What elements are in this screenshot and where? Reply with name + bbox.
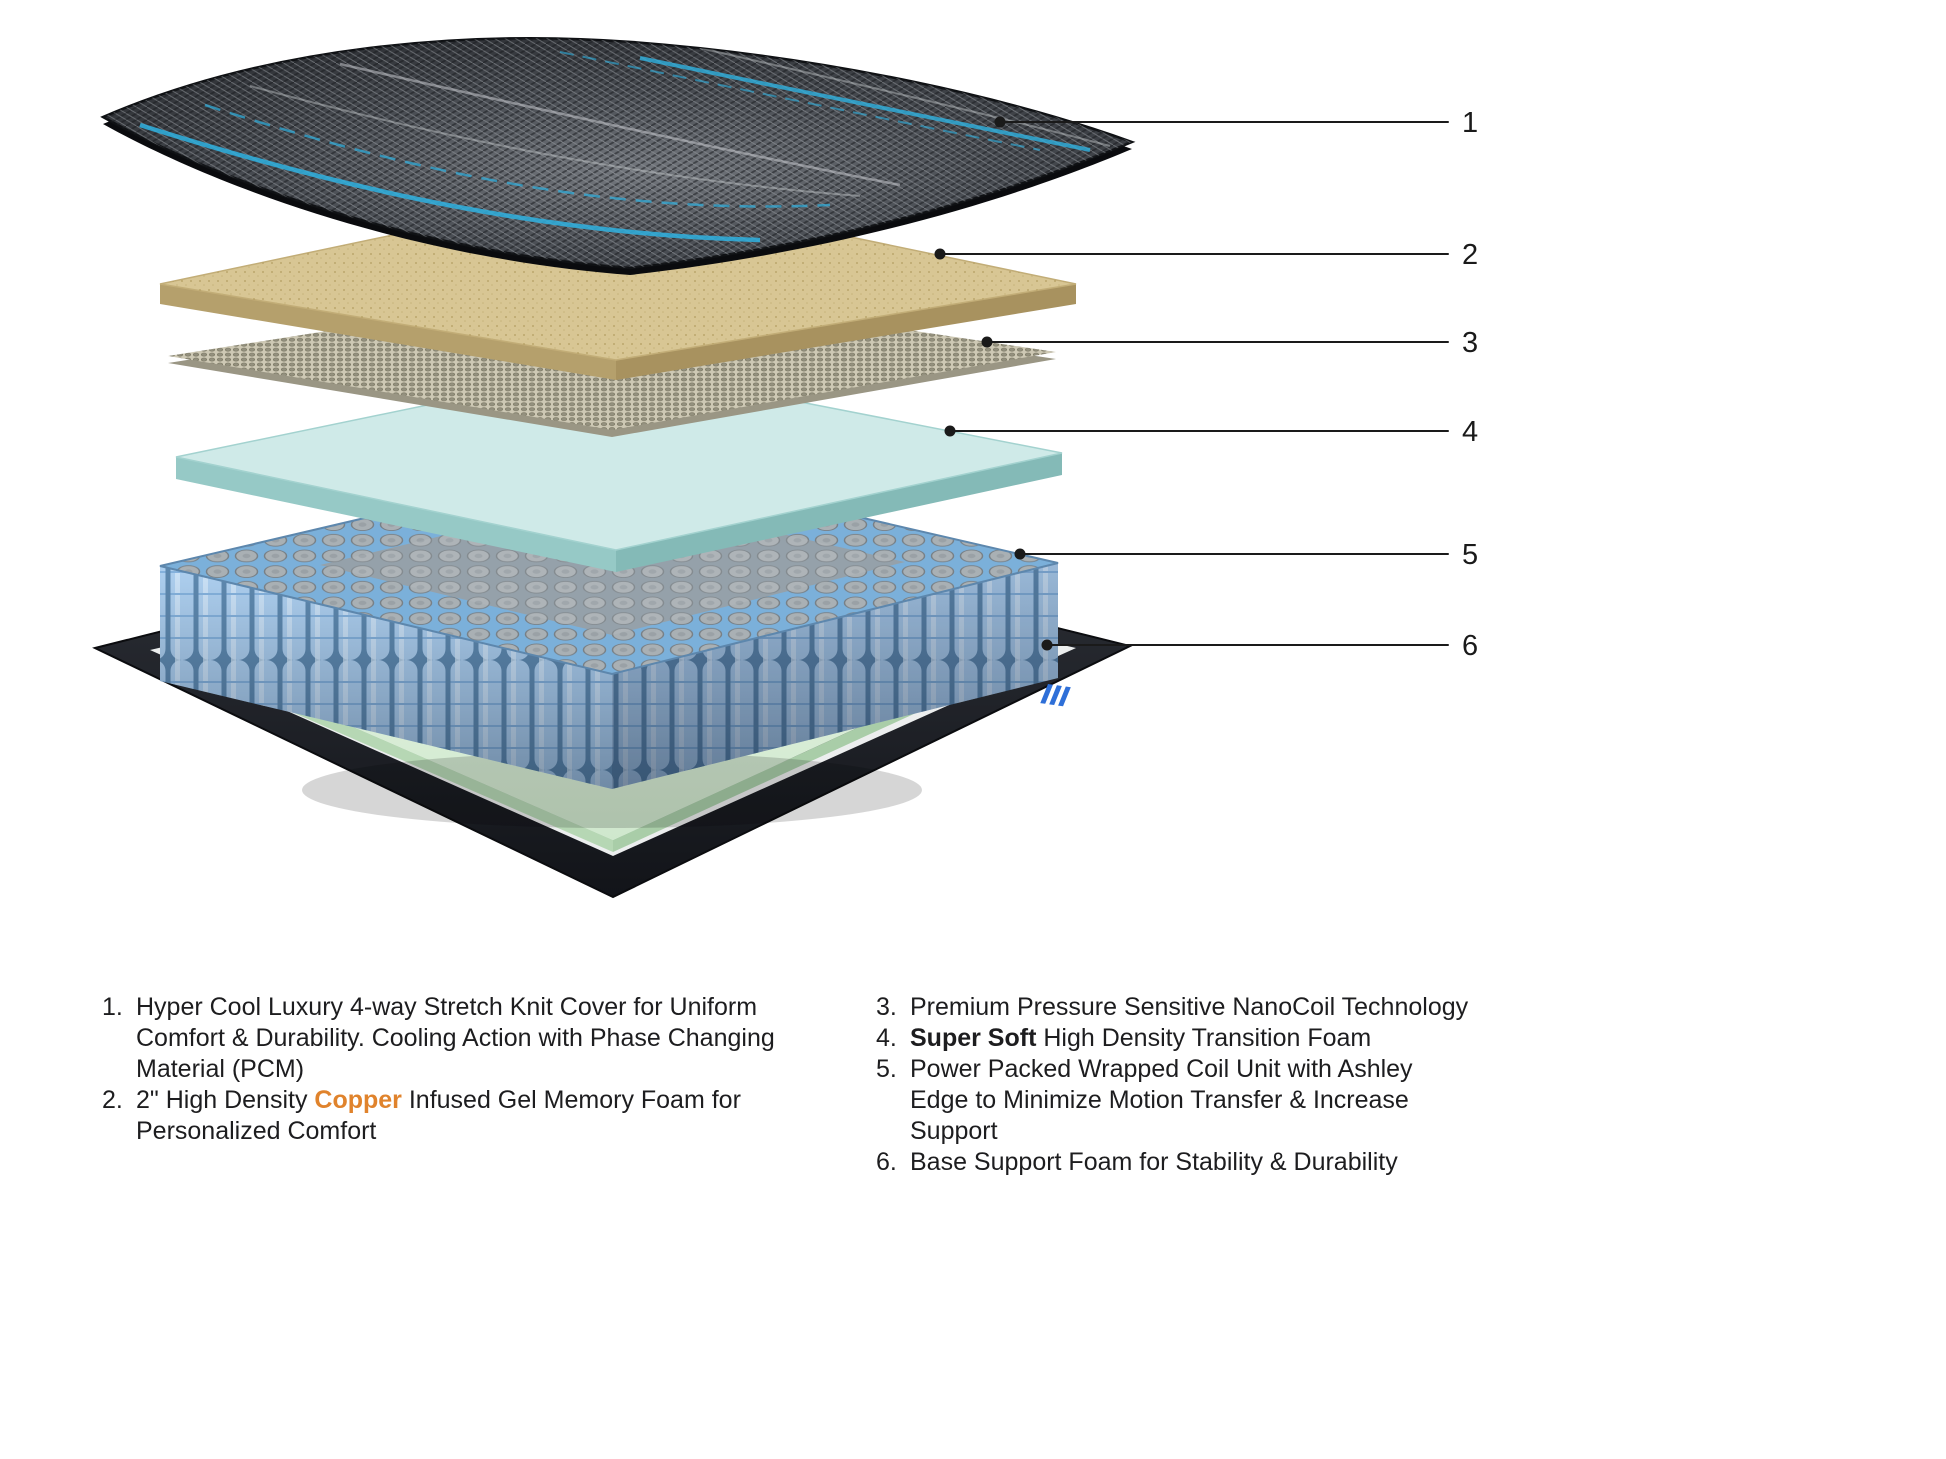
- legend-item-1: 1. Hyper Cool Luxury 4-way Stretch Knit …: [102, 992, 838, 1085]
- legend-number: 1.: [102, 993, 123, 1021]
- callout-number-6: 6: [1462, 630, 1478, 662]
- legend-text: Premium Pressure Sensitive NanoCoil Tech…: [910, 993, 1469, 1021]
- legend-text: Base Support Foam for Stability & Durabi…: [910, 1148, 1398, 1176]
- legend-text: Hyper Cool Luxury 4-way Stretch Knit Cov…: [136, 993, 775, 1083]
- cover-plaid-accents: [139, 47, 1111, 243]
- legend-text: Super Soft High Density Transition Foam: [910, 1024, 1372, 1052]
- legend-number: 2.: [102, 1086, 123, 1114]
- legend-text: 2" High Density Copper Infused Gel Memor…: [136, 1086, 741, 1145]
- callout-5: 5: [1014, 539, 1478, 571]
- callout-3: 3: [981, 327, 1478, 359]
- callout-1: 1: [994, 107, 1478, 139]
- legend-item-3: 3. Premium Pressure Sensitive NanoCoil T…: [876, 992, 1476, 1023]
- legend-item-4: 4. Super Soft High Density Transition Fo…: [876, 1023, 1476, 1054]
- bold-highlight: Super Soft: [910, 1024, 1037, 1052]
- callout-number-3: 3: [1462, 327, 1478, 359]
- legend-item-2: 2. 2" High Density Copper Infused Gel Me…: [102, 1085, 838, 1147]
- transition-foam-layer: [175, 365, 1063, 572]
- brand-mark: [1040, 684, 1071, 707]
- legend-left-column: 1. Hyper Cool Luxury 4-way Stretch Knit …: [102, 992, 838, 1147]
- stretch-knit-cover-layer: [100, 37, 1136, 275]
- callout-2: 2: [934, 239, 1478, 271]
- legend-number: 4.: [876, 1024, 897, 1052]
- legend-text: Power Packed Wrapped Coil Unit with Ashl…: [910, 1055, 1413, 1145]
- callout-number-4: 4: [1462, 416, 1478, 448]
- legend-item-6: 6. Base Support Foam for Stability & Dur…: [876, 1147, 1476, 1178]
- legend-right-column: 3. Premium Pressure Sensitive NanoCoil T…: [876, 992, 1476, 1178]
- callout-number-2: 2: [1462, 239, 1478, 271]
- callouts: 1 2 3 4 5: [934, 107, 1478, 662]
- copper-highlight: Copper: [314, 1086, 402, 1114]
- callout-4: 4: [944, 416, 1478, 448]
- callout-6: 6: [1041, 630, 1478, 662]
- callout-number-5: 5: [1462, 539, 1478, 571]
- callout-number-1: 1: [1462, 107, 1478, 139]
- legend-number: 3.: [876, 993, 897, 1021]
- legend-item-5: 5. Power Packed Wrapped Coil Unit with A…: [876, 1054, 1476, 1147]
- legend-number: 5.: [876, 1055, 897, 1083]
- legend-number: 6.: [876, 1148, 897, 1176]
